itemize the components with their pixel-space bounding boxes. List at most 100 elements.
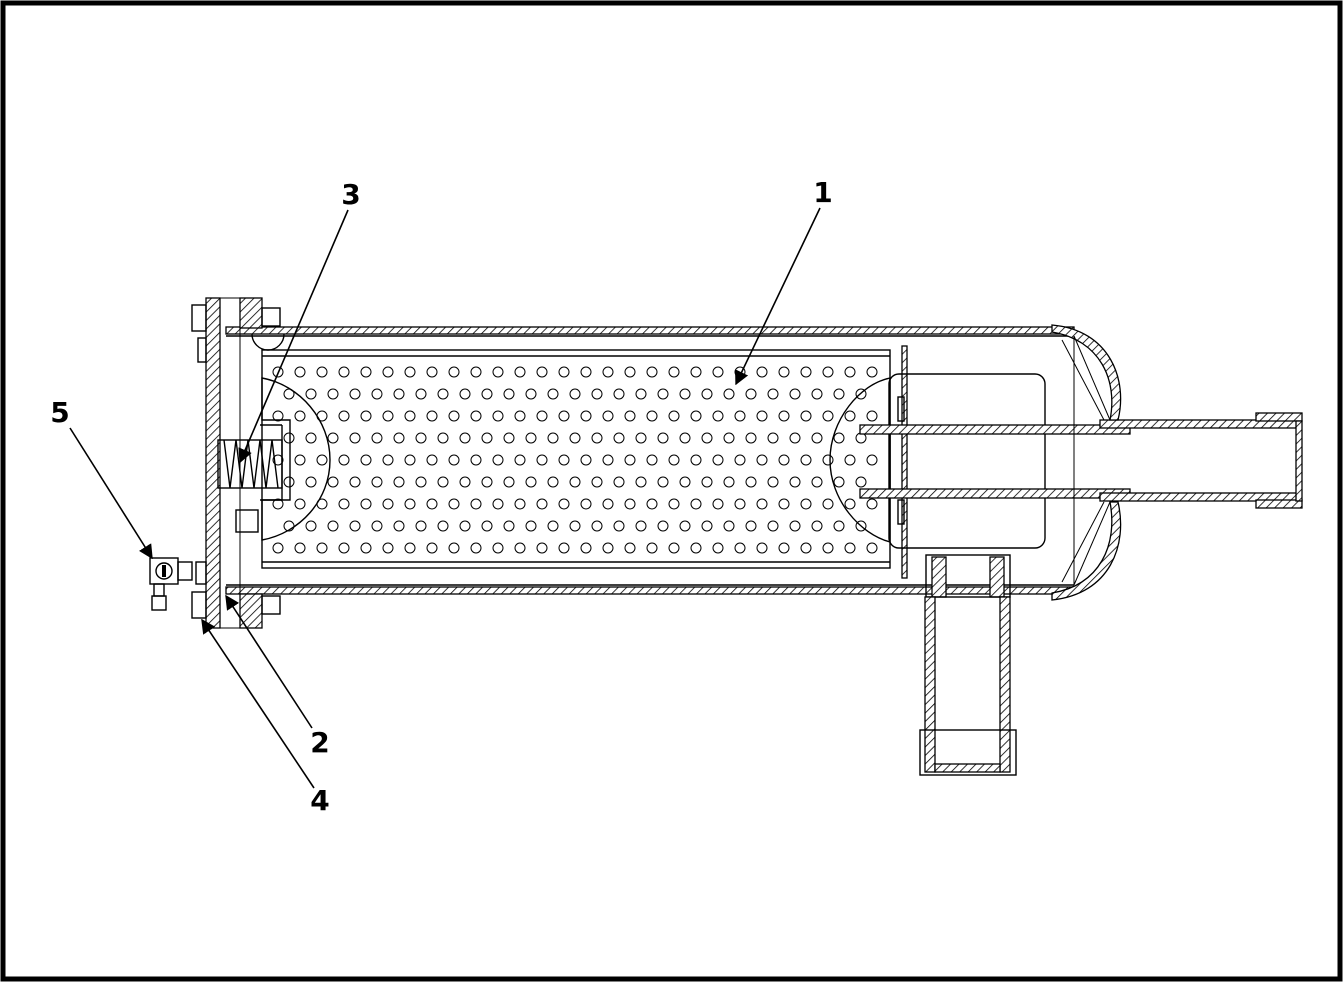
perforation-hole: [393, 432, 405, 444]
perforation-hole: [635, 432, 647, 444]
perforation-hole: [613, 520, 625, 532]
shell-bottom-wall: [225, 586, 1075, 595]
perforation-hole: [459, 432, 471, 444]
leader-2: [225, 594, 313, 729]
perforation-hole: [569, 520, 581, 532]
perforation-hole: [756, 454, 768, 466]
perforation-hole: [756, 542, 768, 554]
perforation-hole: [448, 498, 460, 510]
perforation-hole: [327, 520, 339, 532]
perforation-hole: [602, 454, 614, 466]
perforation-hole: [470, 542, 482, 554]
perforation-hole: [712, 542, 724, 554]
perforation-hole: [360, 498, 372, 510]
perforation-hole: [437, 520, 449, 532]
perforation-hole: [756, 410, 768, 422]
perforation-hole: [294, 410, 306, 422]
perforation-hole: [624, 454, 636, 466]
perforation-hole: [646, 410, 658, 422]
perforation-hole: [789, 520, 801, 532]
perforation-hole: [624, 498, 636, 510]
perforation-hole: [294, 498, 306, 510]
perforation-hole: [558, 542, 570, 554]
perforation-hole: [668, 366, 680, 378]
perforation-hole: [316, 542, 328, 554]
perforation-hole: [481, 432, 493, 444]
perforation-hole: [327, 476, 339, 488]
callout-1: 1: [813, 176, 832, 209]
perforation-hole: [558, 366, 570, 378]
perforation-hole: [701, 476, 713, 488]
perforation-hole: [767, 476, 779, 488]
perforation-hole: [283, 476, 295, 488]
perforation-hole: [283, 388, 295, 400]
perforation-hole: [789, 388, 801, 400]
perforation-hole: [514, 366, 526, 378]
perforation-hole: [349, 476, 361, 488]
perforation-hole: [360, 366, 372, 378]
perforation-hole: [723, 476, 735, 488]
perforation-hole: [382, 454, 394, 466]
perforation-hole: [536, 366, 548, 378]
perforation-hole: [393, 476, 405, 488]
perforation-hole: [547, 520, 559, 532]
perforation-hole: [382, 498, 394, 510]
perforation-hole: [558, 454, 570, 466]
perforation-hole: [338, 454, 350, 466]
perforation-hole: [690, 454, 702, 466]
perforation-hole: [800, 454, 812, 466]
perforation-hole: [316, 454, 328, 466]
perforation-hole: [844, 454, 856, 466]
perforation-hole: [800, 366, 812, 378]
perforation-hole: [811, 476, 823, 488]
perforation-hole: [591, 476, 603, 488]
perforation-hole: [635, 476, 647, 488]
perforation-hole: [745, 432, 757, 444]
perforation-hole: [668, 542, 680, 554]
perforation-hole: [547, 476, 559, 488]
perforation-hole: [679, 476, 691, 488]
compression-spring: [223, 439, 279, 489]
domed-end-cap: [1051, 324, 1122, 601]
perforation-hole: [734, 410, 746, 422]
perforation-hole: [536, 410, 548, 422]
perforation-hole: [426, 498, 438, 510]
perforation-hole: [459, 476, 471, 488]
perforation-hole: [536, 542, 548, 554]
perforation-hole: [503, 520, 515, 532]
perforation-hole: [338, 542, 350, 554]
perforation-hole: [690, 542, 702, 554]
perforation-hole: [404, 366, 416, 378]
perforation-hole: [712, 454, 724, 466]
perforation-hole: [404, 410, 416, 422]
perforation-hole: [349, 432, 361, 444]
filter-element: [261, 345, 1046, 579]
perforation-hole: [811, 388, 823, 400]
perforation-hole: [393, 520, 405, 532]
perforation-hole: [855, 476, 867, 488]
perforation-hole: [602, 366, 614, 378]
perforation-hole: [360, 542, 372, 554]
perforation-hole: [459, 388, 471, 400]
perforation-hole: [635, 520, 647, 532]
perforation-hole: [525, 388, 537, 400]
bolt-head-bottom-left: [191, 591, 207, 619]
perforation-hole: [778, 542, 790, 554]
perforation-hole: [580, 498, 592, 510]
perforation-hole: [448, 366, 460, 378]
perforation-hole: [316, 366, 328, 378]
leader-3: [238, 209, 349, 464]
perforation-hole: [459, 520, 471, 532]
perforation-hole: [778, 454, 790, 466]
perforation-hole: [844, 410, 856, 422]
perforation-hole: [371, 432, 383, 444]
perforation-hole: [811, 432, 823, 444]
perforation-hole: [822, 498, 834, 510]
perforation-hole: [272, 542, 284, 554]
perforation-hole: [470, 498, 482, 510]
perforation-hole: [756, 366, 768, 378]
perforation-hole: [382, 410, 394, 422]
outlet-pipe: [859, 412, 1303, 509]
drain-valve: [149, 557, 193, 611]
